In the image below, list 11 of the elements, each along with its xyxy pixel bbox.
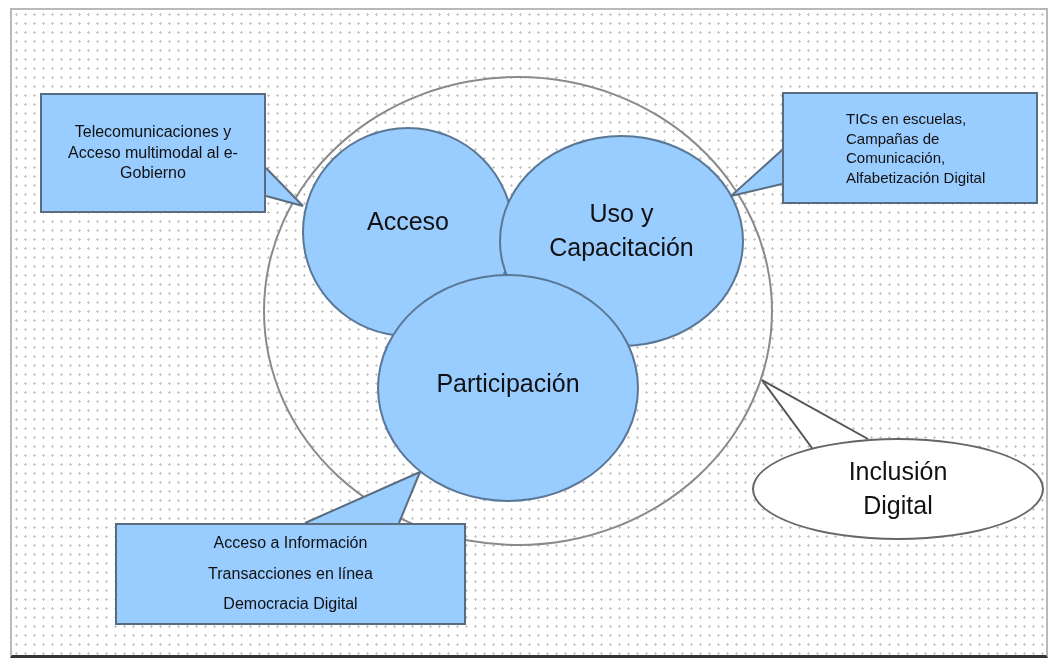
circle-label: Acceso xyxy=(367,206,449,238)
circle-label: Uso y Capacitación xyxy=(548,198,695,263)
circle-label: Participación xyxy=(436,368,580,400)
callout-text: Democracia Digital xyxy=(223,594,358,615)
callout-box xyxy=(40,93,266,213)
callout-text: Inclusión Digital xyxy=(847,456,949,521)
callout-text: Transacciones en línea xyxy=(208,563,373,584)
callout-text: TICs en escuelas, Campañas de Comunicación, Alfabetización Digital xyxy=(846,109,987,187)
callout-text: Telecomunicaciones y Acceso multimodal al e-Gobierno xyxy=(67,121,239,184)
callout-text: Acceso a Información xyxy=(213,532,368,553)
callout-box xyxy=(782,92,1038,204)
